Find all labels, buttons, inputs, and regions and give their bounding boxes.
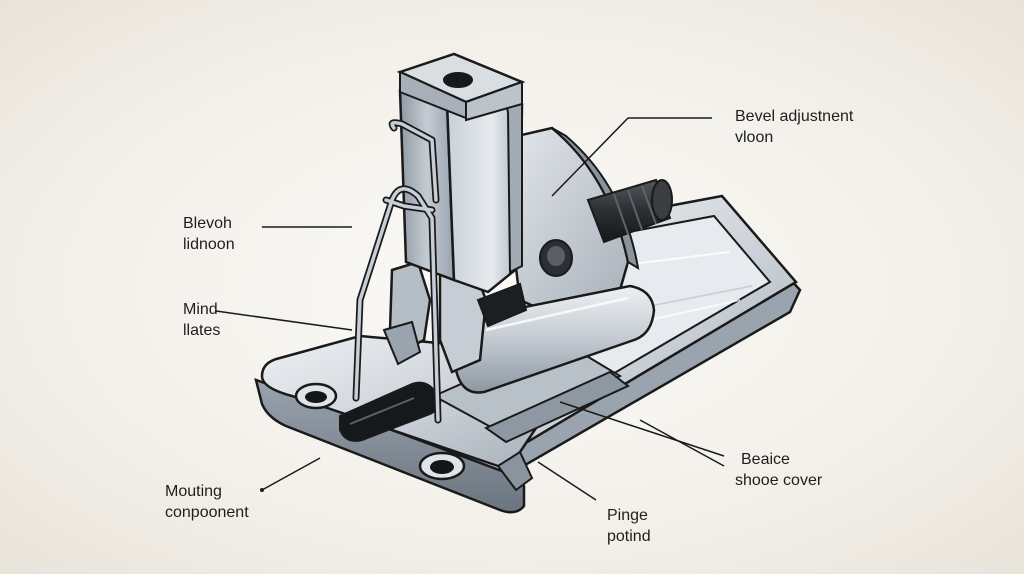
label-bevel-adjustment-line1: Bevel adjustnent (735, 108, 854, 125)
label-bevel-adjustment: Bevel adjustnent vloon (735, 106, 853, 148)
mounting-hole-left (294, 382, 338, 410)
leader-dot-mounting (260, 488, 264, 492)
label-mounting: Mouting conpoonent (165, 481, 249, 523)
leader-beaice-upper (559, 401, 725, 457)
bevel-fan-plate (498, 126, 640, 320)
hinge-brackets (382, 256, 528, 374)
leader-beaice (639, 419, 725, 467)
leader-bevel-adjustment-diag (551, 117, 629, 197)
label-bevel-adjustment-line2: vloon (735, 129, 774, 146)
label-blevoh-line1: Blevoh (183, 215, 232, 232)
label-mind: Mind llates (183, 299, 220, 341)
label-blevoh-line2: lidnoon (183, 236, 235, 253)
label-beaice: Beaice shooe cover (735, 449, 822, 491)
mounting-hole-right (418, 451, 466, 481)
label-mounting-line2: conpoonent (165, 504, 249, 521)
label-beaice-line1: Beaice (741, 451, 790, 468)
adjustment-knob (586, 178, 673, 244)
label-pinge: Pinge potind (607, 505, 651, 547)
leader-mounting (261, 457, 321, 491)
leader-lines (215, 117, 725, 501)
label-pinge-line1: Pinge (607, 507, 648, 524)
leader-mind (215, 310, 353, 331)
label-pinge-line2: potind (607, 528, 651, 545)
label-mounting-line1: Mouting (165, 483, 222, 500)
label-blevoh: Blevoh lidnoon (183, 213, 235, 255)
wire-spring-highlight (354, 120, 440, 422)
label-beaice-line2: shooe cover (735, 472, 823, 489)
label-mind-line1: Mind (183, 301, 218, 318)
label-mind-line2: llates (183, 322, 221, 339)
tower-block (396, 52, 526, 294)
leader-pinge (537, 461, 597, 501)
